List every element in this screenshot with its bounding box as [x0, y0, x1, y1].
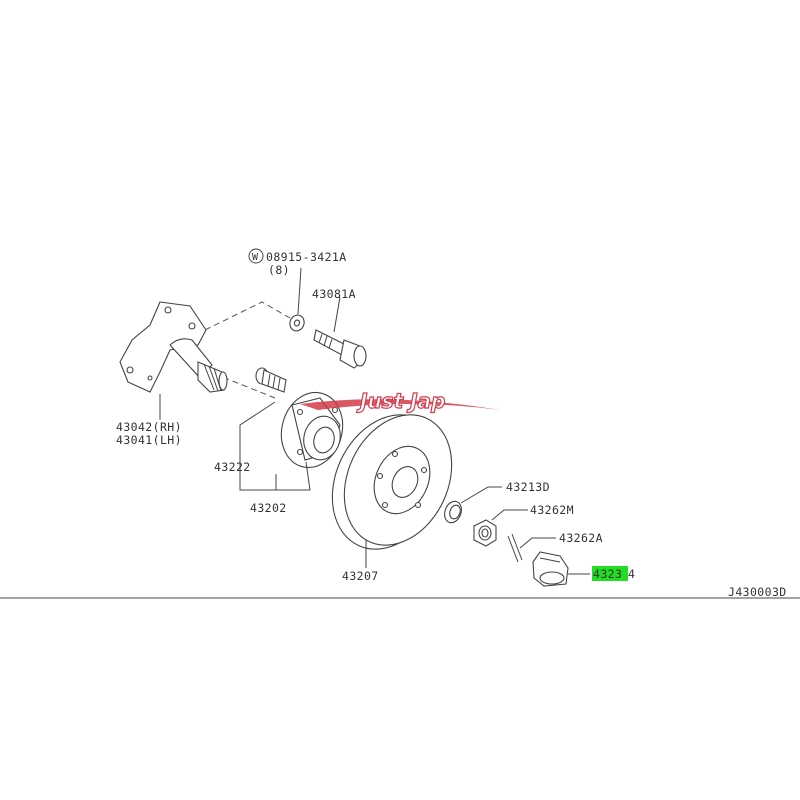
- cotter-pin-part[interactable]: [507, 533, 523, 563]
- seal-part[interactable]: [442, 499, 465, 525]
- hub-bolt-part[interactable]: [255, 367, 287, 393]
- label-nut[interactable]: 43262M: [530, 503, 574, 517]
- label-washer-qty: (8): [268, 263, 290, 277]
- label-hub-assembly[interactable]: 43202: [250, 501, 287, 515]
- label-disc[interactable]: 43207: [342, 569, 379, 583]
- brake-disc-part[interactable]: [311, 397, 472, 568]
- diagram-id: J430003D: [728, 585, 787, 599]
- label-hub-bolt[interactable]: 43222: [214, 460, 251, 474]
- label-cap-suffix: 4: [628, 567, 635, 581]
- leader-lines: [159, 267, 590, 575]
- watermark-logo: Just Jap: [300, 388, 500, 414]
- label-pin[interactable]: 43262A: [559, 531, 603, 545]
- label-washer-code[interactable]: 08915-3421A: [266, 250, 347, 264]
- label-spindle-rh[interactable]: 43042(RH): [116, 420, 182, 434]
- label-spindle-lh[interactable]: 43041(LH): [116, 433, 182, 447]
- cap-part[interactable]: [532, 551, 569, 587]
- cap-highlight: [592, 566, 628, 581]
- label-cap[interactable]: 4323 4: [592, 566, 635, 581]
- bolt-part[interactable]: [313, 329, 367, 369]
- label-seal[interactable]: 43213D: [506, 480, 550, 494]
- svg-text:W: W: [252, 252, 259, 263]
- washer-symbol: W: [248, 248, 264, 264]
- spindle-part[interactable]: [119, 301, 228, 393]
- watermark-text: Just Jap: [356, 389, 445, 413]
- nut-part[interactable]: [473, 519, 497, 547]
- hub-part[interactable]: [273, 386, 351, 475]
- label-cap-highlighted: 4323: [593, 567, 622, 581]
- washer-part[interactable]: [288, 313, 307, 333]
- label-bolt[interactable]: 43081A: [312, 287, 356, 301]
